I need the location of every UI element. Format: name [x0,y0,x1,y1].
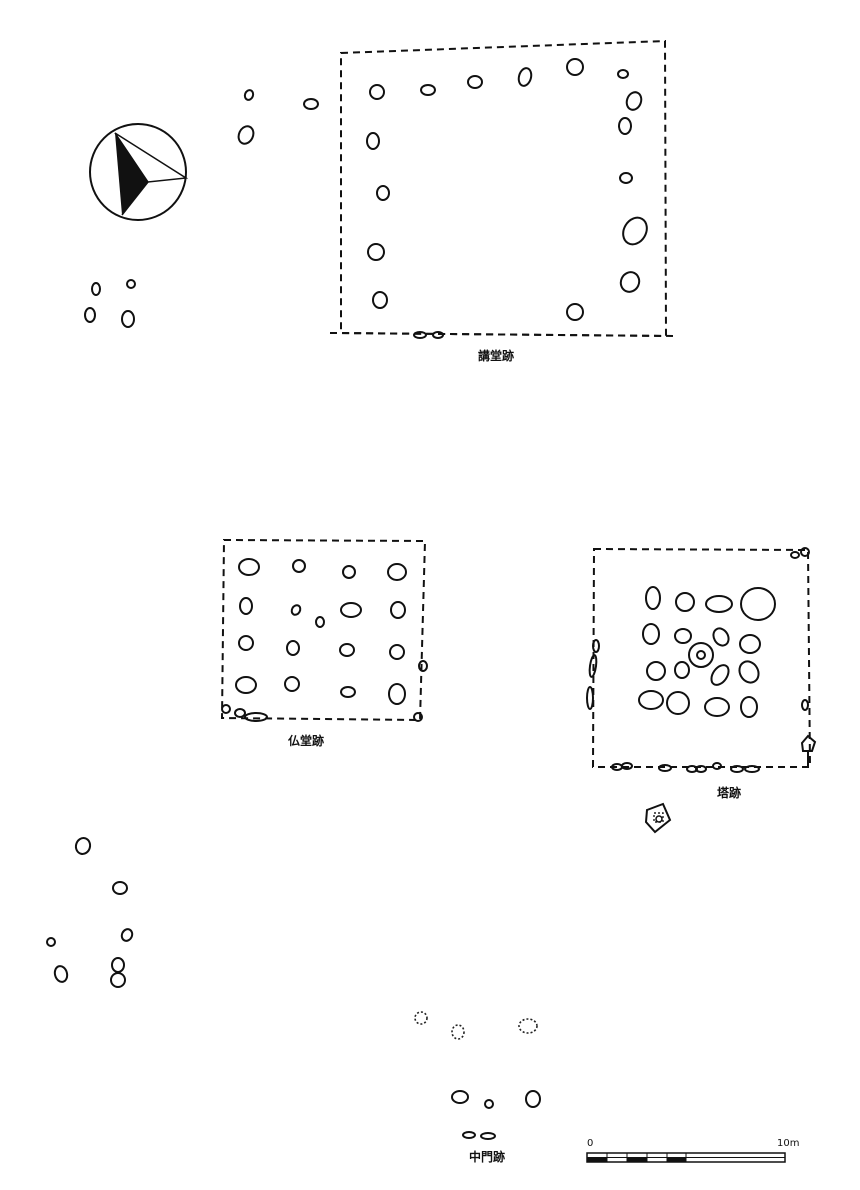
pagoda-site: 塔跡 [586,547,817,800]
lecture-hall-site: 講堂跡 [329,39,677,363]
buddha-hall-label: 仏堂跡 [288,733,324,748]
stones-northwest [84,89,319,328]
small-stone-feature [644,802,672,834]
lecture-hall-label: 講堂跡 [478,348,514,363]
middle-gate-site: 中門跡 [414,1011,541,1164]
middle-gate-label: 中門跡 [469,1149,505,1164]
pagoda-label: 塔跡 [717,785,741,800]
stones-southwest [46,837,134,988]
scale-bar: 0 10m [586,1138,799,1163]
north-arrow-icon [89,123,189,221]
scale-end-label: 10m [777,1138,799,1149]
buddha-hall-site: 仏堂跡 [220,538,428,748]
scale-start-label: 0 [587,1138,593,1149]
